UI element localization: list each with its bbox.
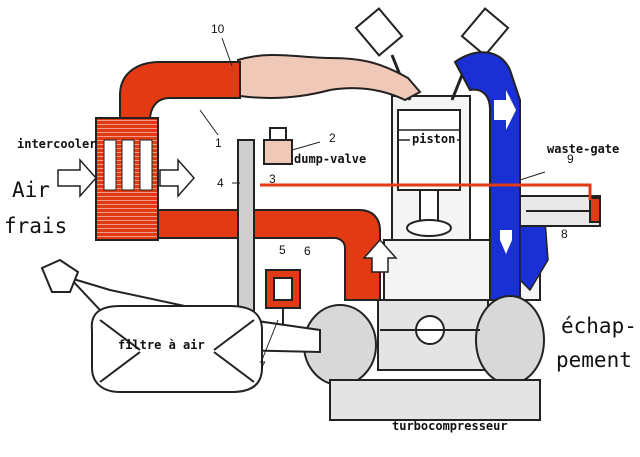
callout-1: 1: [215, 136, 222, 150]
waste-gate-label: waste-gate: [547, 142, 620, 156]
callout-3: 3: [269, 172, 276, 186]
air-frais-label-line2: frais: [4, 214, 68, 238]
air-frais-label-line1: Air: [12, 178, 50, 202]
wastegate-control-line: [260, 183, 592, 200]
callout-9: 9: [567, 152, 574, 166]
air-filter-box: [90, 305, 263, 393]
callout-10: 10: [211, 22, 225, 36]
leader-lines: [199, 37, 546, 361]
dump-valve-label: dump-valve: [294, 152, 367, 166]
bypass-valve: [265, 269, 301, 325]
callout-5: 5: [279, 243, 286, 257]
airflow-arrows: [57, 158, 398, 273]
echappement-label-line1: échap-: [561, 314, 637, 338]
pressurized-air-pipe: [119, 61, 381, 301]
intercooler-label: intercooler: [17, 137, 97, 151]
turbocharger: [303, 295, 545, 421]
filtre-label: filtre à air: [118, 338, 205, 352]
echappement-label-line2: pement: [556, 348, 632, 372]
callout-8: 8: [561, 227, 568, 241]
intake-manifold: [236, 53, 422, 102]
callout-7: 7: [259, 359, 266, 373]
return-pipe: [237, 139, 255, 316]
callout-2: 2: [329, 131, 336, 145]
piston-label: piston: [410, 132, 458, 146]
wastegate-assembly: [519, 195, 601, 227]
exhaust-manifold: [453, 51, 549, 301]
callout-4: 4: [217, 176, 224, 190]
dump-valve-body: [263, 127, 293, 165]
callout-6: 6: [304, 244, 311, 258]
intercooler-core: [95, 117, 159, 241]
turbo-label: turbocompresseur: [392, 419, 508, 433]
